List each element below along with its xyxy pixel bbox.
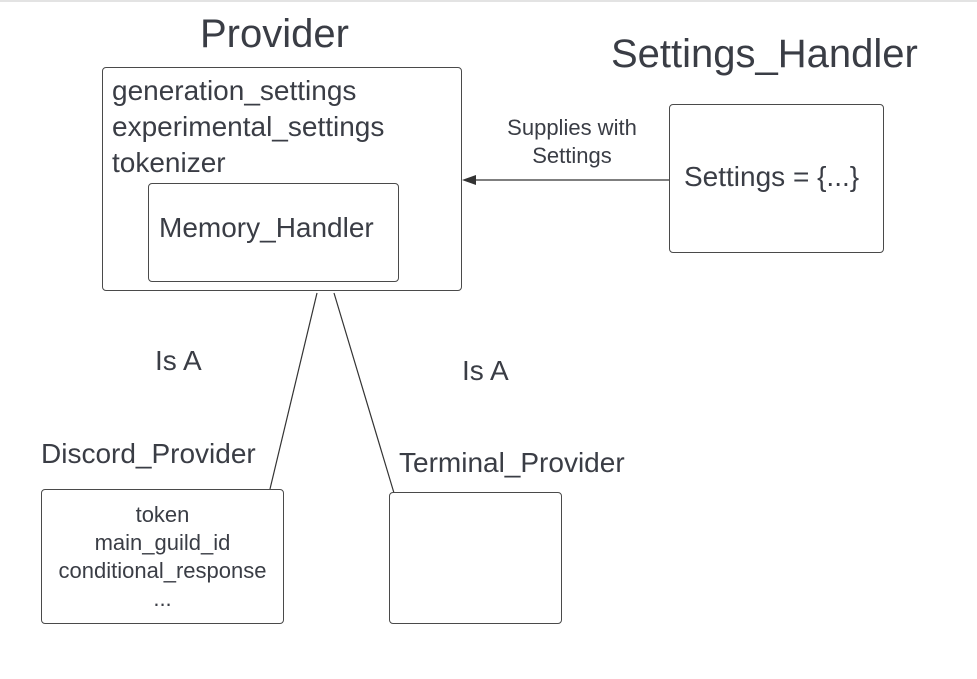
top-border: [0, 0, 977, 2]
memory-handler-label: Memory_Handler: [159, 212, 374, 243]
edge-discord-is-a: [269, 292, 318, 490]
supplies-label-line1: Supplies with: [507, 115, 637, 140]
settings-handler-box[interactable]: Settings = {...}: [669, 104, 884, 253]
provider-field: experimental_settings: [112, 111, 385, 142]
settings-handler-title: Settings_Handler: [611, 32, 918, 76]
discord-field: conditional_response: [58, 558, 267, 583]
discord-field: ...: [153, 586, 172, 611]
discord-field: main_guild_id: [94, 530, 231, 555]
supplies-label-line2: Settings: [532, 143, 612, 168]
provider-box[interactable]: generation_settings experimental_setting…: [102, 67, 462, 291]
is-a-label-left: Is A: [155, 345, 202, 376]
terminal-provider-title: Terminal_Provider: [399, 447, 625, 478]
edge-terminal-is-a: [333, 292, 395, 494]
discord-provider-title: Discord_Provider: [41, 438, 256, 469]
discord-field: token: [135, 502, 190, 527]
provider-field: generation_settings: [112, 75, 357, 106]
is-a-label-right: Is A: [462, 355, 509, 386]
provider-field: tokenizer: [112, 147, 226, 178]
memory-handler-box[interactable]: Memory_Handler: [148, 183, 399, 282]
provider-title: Provider: [200, 12, 349, 56]
discord-provider-box[interactable]: token main_guild_id conditional_response…: [41, 489, 284, 624]
arrow-supplies-head: [462, 175, 476, 185]
settings-content: Settings = {...}: [684, 161, 860, 192]
terminal-provider-box[interactable]: [389, 492, 562, 624]
supplies-label: Supplies with Settings: [503, 114, 641, 170]
